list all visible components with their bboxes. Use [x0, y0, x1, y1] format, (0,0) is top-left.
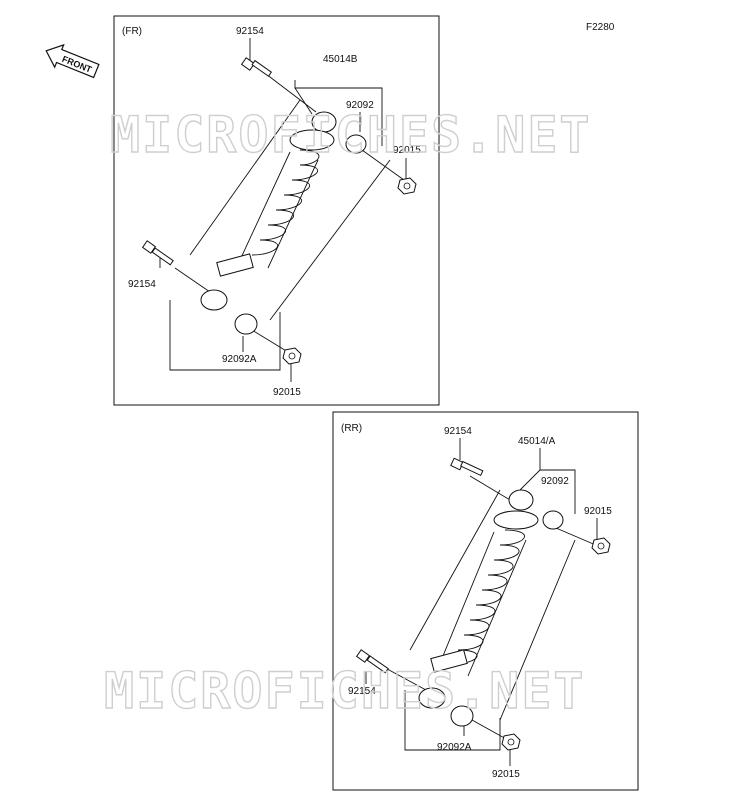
- label-rear-shock: 45014/A: [518, 436, 556, 447]
- front-arrow-icon: FRONT: [45, 43, 100, 79]
- nut-bottom-icon: [282, 347, 302, 365]
- front-panel-tag: (FR): [122, 26, 142, 37]
- label-rear-nut-bottom: 92015: [492, 769, 520, 780]
- bolt-top-icon: [450, 457, 484, 477]
- bolt-bottom-icon: [141, 240, 174, 266]
- shock-absorber-front-icon: [200, 129, 335, 335]
- bolt-bottom-icon: [355, 649, 389, 674]
- label-rear-bolt-top: 92154: [444, 426, 472, 437]
- rear-panel: (RR): [332, 411, 639, 791]
- label-rear-nut-top: 92015: [584, 506, 612, 517]
- bushing-top-icon: [311, 111, 367, 154]
- nut-top-icon: [591, 537, 611, 555]
- shock-absorber-rear-icon: [418, 510, 539, 727]
- bolt-top-icon: [240, 57, 273, 77]
- label-front-bolt-bottom: 92154: [128, 279, 156, 290]
- watermark-bottom: MICROFICHES.NET: [104, 662, 586, 720]
- label-front-nut-bottom: 92015: [273, 387, 301, 398]
- rear-panel-tag: (RR): [341, 423, 362, 434]
- label-front-shock: 45014B: [323, 54, 358, 65]
- label-rear-bush-top: 92092: [541, 476, 569, 487]
- label-front-bush-bottom: 92092A: [222, 354, 257, 365]
- label-front-bolt-top: 92154: [236, 26, 264, 37]
- bushing-top-icon: [508, 489, 564, 530]
- label-front-bush-top: 92092: [346, 100, 374, 111]
- watermark-top: MICROFICHES.NET: [110, 106, 592, 164]
- nut-top-icon: [397, 177, 417, 195]
- figure-code: F2280: [586, 22, 615, 33]
- front-panel: (FR): [113, 15, 440, 406]
- label-rear-bolt-bottom: 92154: [348, 686, 376, 697]
- nut-bottom-icon: [501, 733, 521, 751]
- label-front-nut-top: 92015: [393, 145, 421, 156]
- label-rear-bush-bottom: 92092A: [437, 742, 472, 753]
